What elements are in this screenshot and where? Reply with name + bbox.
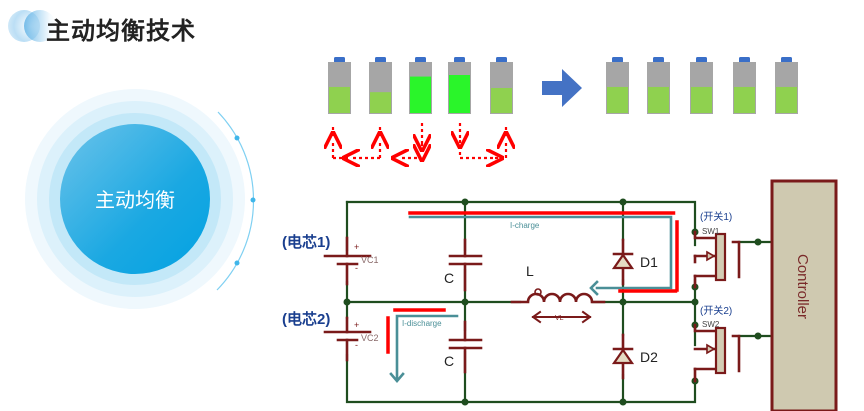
battery-fill: [410, 76, 431, 113]
batteries-after: [606, 57, 798, 114]
d1-label: D1: [640, 254, 658, 270]
badge: 主动均衡: [25, 89, 256, 309]
sw2-gate: [731, 334, 741, 373]
junction-dot: [754, 332, 762, 340]
junction-dot: [461, 198, 469, 206]
sw1-arrow-icon: [706, 250, 716, 262]
before-battery-icon: [369, 57, 392, 114]
junction-dot: [619, 298, 627, 306]
page-title: 主动均衡技术: [46, 17, 196, 45]
charge-current-path: [408, 215, 673, 290]
charge-arrowhead-icon: [589, 280, 599, 296]
vc1-minus: -: [355, 263, 358, 273]
inductor-coil: [510, 292, 606, 304]
before-battery-icon: [409, 57, 432, 114]
after-battery-icon: [606, 57, 629, 114]
after-battery-icon: [775, 57, 798, 114]
badge-core: [60, 124, 210, 274]
right-arrow-icon: [542, 69, 582, 107]
vl-arrow-right-icon: [581, 310, 592, 324]
d1-triangle-icon: [611, 253, 635, 270]
junction-dot: [461, 298, 469, 306]
battery-cap: [653, 57, 664, 63]
sw2-caption: (开关2): [700, 304, 732, 317]
vc1-label: VC1: [361, 255, 379, 265]
after-battery-icon: [647, 57, 670, 114]
sw1-label: SW1: [702, 227, 720, 236]
discharge-label: I-discharge: [402, 319, 442, 328]
inductor-dot-icon: [534, 288, 542, 296]
battery-cap: [696, 57, 707, 63]
title-decoration-icon: [24, 10, 56, 42]
battery-cap: [612, 57, 623, 63]
orbit-dot: [234, 135, 240, 141]
vc1-plus: +: [354, 242, 359, 252]
vl-arrow-left-icon: [531, 310, 542, 324]
vl-label: VL: [555, 315, 564, 322]
battery-fill: [648, 86, 669, 113]
junction-dot: [343, 298, 351, 306]
orbit-dot: [234, 260, 240, 266]
controller-block: [770, 179, 838, 411]
battery-cap: [415, 57, 426, 63]
inductor-label: L: [526, 263, 534, 279]
orbit-dot: [250, 197, 256, 203]
d2-triangle-icon: [611, 348, 635, 365]
cap2-label: C: [444, 353, 454, 369]
circuit-labels: (电芯1) (电芯2) + - VC1 + - VC2 C C L VL D1 …: [282, 210, 811, 369]
battery-cap: [781, 57, 792, 63]
battery-cap: [739, 57, 750, 63]
vc2-minus: -: [355, 340, 358, 350]
vc2-plus: +: [354, 320, 359, 330]
vc2-label: VC2: [361, 333, 379, 343]
sw2-arrow-icon: [706, 343, 716, 355]
before-battery-icon: [328, 57, 351, 114]
d2-label: D2: [640, 349, 658, 365]
sw2-drain: [693, 323, 718, 333]
after-battery-icon: [690, 57, 713, 114]
redistribution-arrows: [333, 123, 506, 158]
battery-cap: [375, 57, 386, 63]
junction-dot: [691, 298, 699, 306]
battery-fill: [370, 92, 391, 113]
sw1-channel: [714, 232, 727, 282]
battery-fill: [449, 75, 470, 113]
after-battery-icon: [733, 57, 756, 114]
junction-dot: [619, 398, 627, 406]
before-battery-icon: [448, 57, 471, 114]
battery-fill: [607, 86, 628, 113]
battery-fill: [734, 86, 755, 113]
battery-fill: [691, 86, 712, 113]
cell2-label: (电芯2): [282, 310, 330, 328]
cap1-label: C: [444, 270, 454, 286]
wire-bottom: [345, 353, 697, 404]
sw2-channel: [714, 326, 727, 375]
battery-fill: [776, 86, 797, 113]
sw1-caption: (开关1): [700, 210, 732, 223]
controller-label: Controller: [794, 254, 811, 319]
sw2-label: SW2: [702, 320, 720, 329]
charge-label: I-charge: [510, 221, 540, 230]
junction-dot: [619, 198, 627, 206]
cell1-label: (电芯1): [282, 233, 330, 251]
sw1-drain: [693, 230, 718, 240]
badge-label: 主动均衡: [95, 188, 175, 212]
balancing-circuit: [323, 179, 838, 411]
battery-fill: [491, 88, 512, 113]
before-battery-icon: [490, 57, 513, 114]
battery-cap: [496, 57, 507, 63]
batteries-before: [328, 57, 513, 114]
battery-cap: [454, 57, 465, 63]
discharge-current-path: [395, 314, 459, 382]
battery-fill: [329, 86, 350, 113]
battery-cap: [334, 57, 345, 63]
sw1-gate: [731, 240, 741, 279]
discharge-arrowhead-icon: [389, 372, 405, 383]
junction-dot: [461, 398, 469, 406]
junction-dot: [754, 238, 762, 246]
